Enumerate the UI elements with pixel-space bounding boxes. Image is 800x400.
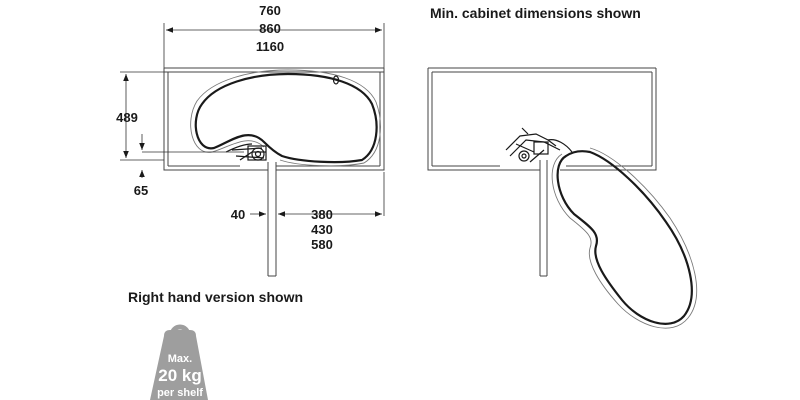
corner-post bbox=[267, 162, 277, 277]
door-width-label-430: 430 bbox=[311, 222, 333, 237]
max-weight-badge: Max. 20 kg per shelf bbox=[150, 324, 208, 400]
right-view bbox=[427, 67, 698, 329]
post-gap-label: 40 bbox=[231, 207, 245, 222]
min-cabinet-caption: Min. cabinet dimensions shown bbox=[430, 5, 641, 21]
width-label-860: 860 bbox=[259, 21, 281, 36]
door-width-label-380: 380 bbox=[311, 207, 333, 222]
kidney-shelf-out bbox=[551, 147, 698, 329]
width-dimension: 760 860 1160 bbox=[163, 3, 385, 68]
weight-line-1: Max. bbox=[168, 353, 192, 365]
width-label-1160: 1160 bbox=[256, 39, 284, 54]
offset-dimension: 65 bbox=[134, 134, 244, 198]
door-width-label-580: 580 bbox=[311, 237, 333, 252]
corner-post-right bbox=[539, 160, 548, 277]
kidney-shelf bbox=[190, 69, 381, 167]
weight-ring-gap bbox=[174, 337, 186, 345]
depth-dimension: 489 bbox=[116, 71, 164, 161]
post-gap-dimension: 40 380 430 580 bbox=[231, 172, 385, 252]
weight-icon bbox=[150, 330, 208, 400]
left-view: 760 860 1160 bbox=[116, 3, 385, 277]
cabinet-outline bbox=[163, 67, 385, 171]
swing-mechanism-right bbox=[505, 127, 573, 163]
weight-line-3: per shelf bbox=[157, 387, 203, 399]
width-label-760: 760 bbox=[259, 3, 281, 18]
cabinet-outline-right bbox=[427, 67, 657, 171]
swing-mechanism bbox=[225, 143, 267, 161]
weight-line-2: 20 kg bbox=[158, 366, 201, 385]
offset-label: 65 bbox=[134, 183, 148, 198]
right-hand-caption: Right hand version shown bbox=[128, 289, 303, 305]
depth-label: 489 bbox=[116, 110, 138, 125]
